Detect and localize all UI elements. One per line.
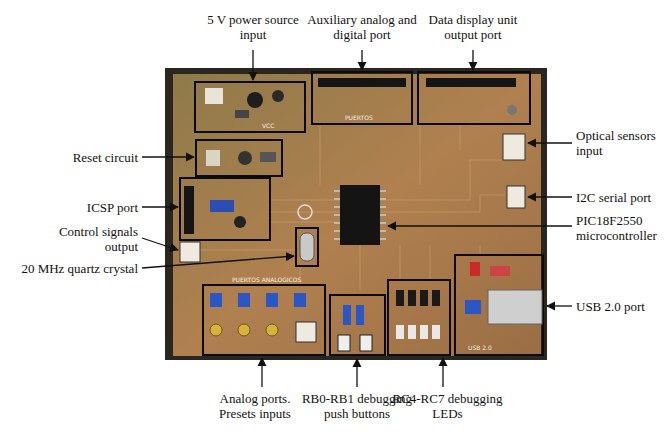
callout-label: PIC18F2550 microcontroller <box>576 213 664 243</box>
callout-label: RB0-RB1 debugging push buttons <box>292 391 422 421</box>
callout-label: Optical sensors input <box>576 128 664 158</box>
callout-label: Analog ports. Presets inputs <box>200 391 310 421</box>
callout-label: Data display unit output port <box>418 12 528 42</box>
silkscreen-label: PUERTOS <box>345 114 373 121</box>
callout-label: Auxiliary analog and digital port <box>302 12 422 42</box>
silkscreen-label: PUERTOS ANALOGICOS <box>232 276 301 283</box>
silkscreen-label: USB 2.0 <box>468 344 492 351</box>
leader-arrows <box>142 50 572 387</box>
callout-label: 5 V power source input <box>193 12 313 42</box>
callout-label: Control signals output <box>36 224 138 254</box>
callout-label: Reset circuit <box>20 150 138 165</box>
callout-label: 20 MHz quartz crystal <box>4 261 138 276</box>
pcb <box>165 68 547 360</box>
callout-label: ICSP port <box>20 200 138 215</box>
silkscreen-label: VCC <box>262 122 274 129</box>
callout-label: I2C serial port <box>576 190 664 205</box>
callout-label: USB 2.0 port <box>576 299 664 314</box>
